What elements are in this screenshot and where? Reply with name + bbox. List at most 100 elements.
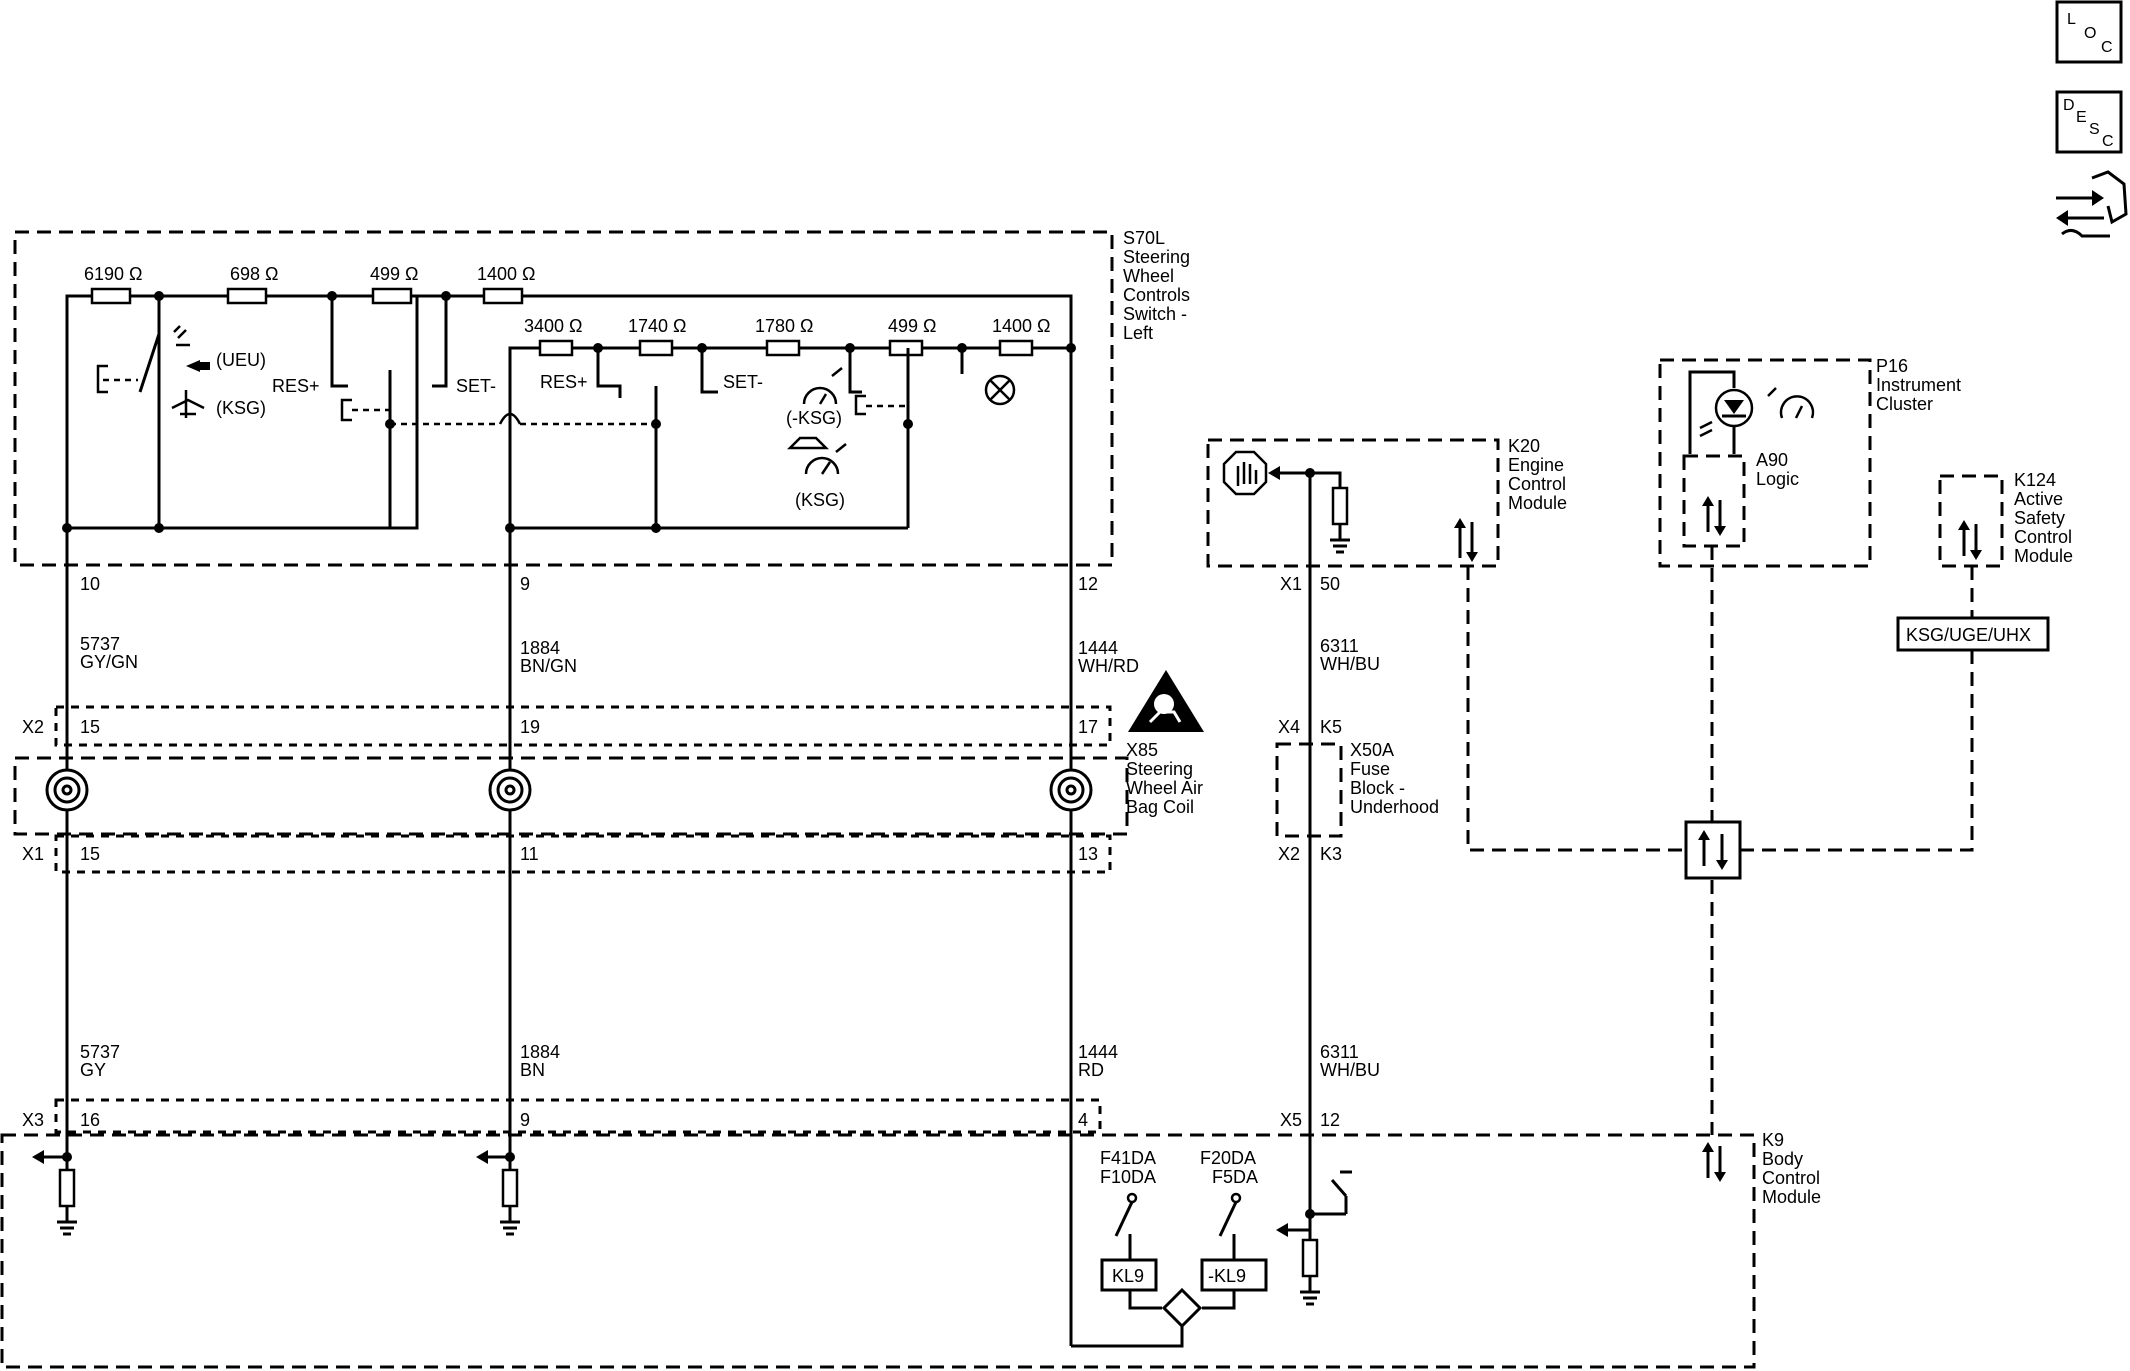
svg-text:499 Ω: 499 Ω [370, 264, 419, 284]
airbag-warning-icon [1128, 670, 1204, 732]
desc-button[interactable]: D E S C [2055, 90, 2123, 154]
svg-text:F5DA: F5DA [1212, 1167, 1258, 1187]
svg-text:RES+: RES+ [540, 372, 588, 392]
svg-text:X85: X85 [1126, 740, 1158, 760]
svg-text:Controls: Controls [1123, 285, 1190, 305]
resistor-1780: 1780 Ω [755, 316, 814, 357]
svg-text:Wheel Air: Wheel Air [1126, 778, 1203, 798]
svg-text:1400 Ω: 1400 Ω [477, 264, 536, 284]
svg-text:6311: 6311 [1320, 636, 1359, 656]
svg-text:12: 12 [1320, 1110, 1340, 1130]
fuse-labels-right: F20DA F5DA [1200, 1148, 1258, 1187]
svg-text:WH/BU: WH/BU [1320, 654, 1380, 674]
svg-text:12: 12 [1078, 574, 1098, 594]
svg-text:Steering: Steering [1126, 759, 1193, 779]
svg-text:Module: Module [1762, 1187, 1821, 1207]
svg-text:Control: Control [1762, 1168, 1820, 1188]
s70l-label: S70L Steering Wheel Controls Switch - Le… [1123, 228, 1190, 343]
options-box: KSG/UGE/UHX [1896, 616, 2050, 652]
arrows-hand-icon[interactable] [2056, 170, 2128, 238]
svg-text:K5: K5 [1320, 717, 1342, 737]
stop-hand-icon [1222, 450, 1268, 496]
svg-text:-KL9: -KL9 [1208, 1266, 1246, 1286]
svg-text:(KSG): (KSG) [216, 398, 266, 418]
svg-text:SET-: SET- [456, 376, 496, 396]
svg-text:1884: 1884 [520, 1042, 560, 1062]
cruise-control-icon: (-KSG) [786, 367, 843, 428]
svg-text:X2: X2 [22, 717, 44, 737]
svg-text:Steering: Steering [1123, 247, 1190, 267]
svg-text:O: O [2084, 25, 2096, 42]
svg-text:KSG/UGE/UHX: KSG/UGE/UHX [1906, 625, 2031, 645]
coil-icon [45, 768, 89, 812]
svg-text:GY: GY [80, 1060, 106, 1080]
svg-text:GY/GN: GY/GN [80, 652, 138, 672]
svg-text:A90: A90 [1756, 450, 1788, 470]
svg-text:S70L: S70L [1123, 228, 1165, 248]
svg-text:Bag Coil: Bag Coil [1126, 797, 1194, 817]
cruise-ksg-switch [848, 348, 964, 528]
cruise-control-icon [1767, 387, 1815, 419]
svg-text:SET-: SET- [723, 372, 763, 392]
svg-text:F41DA: F41DA [1100, 1148, 1156, 1168]
res-plus-switch-2: RES+ [540, 348, 661, 528]
svg-text:16: 16 [80, 1110, 100, 1130]
svg-text:F20DA: F20DA [1200, 1148, 1256, 1168]
svg-text:P16: P16 [1876, 356, 1908, 376]
svg-text:1444: 1444 [1078, 638, 1118, 658]
svg-text:10: 10 [80, 574, 100, 594]
resistor-499-second: 499 Ω [888, 316, 937, 357]
loc-button[interactable]: L O C [2055, 0, 2123, 64]
resistor-1400-top: 1400 Ω [477, 264, 536, 305]
svg-text:6190 Ω: 6190 Ω [84, 264, 143, 284]
svg-text:1884: 1884 [520, 638, 560, 658]
svg-text:C: C [2101, 39, 2113, 56]
svg-text:L: L [2067, 11, 2076, 28]
svg-text:Logic: Logic [1756, 469, 1799, 489]
svg-text:4: 4 [1078, 1110, 1088, 1130]
svg-text:Module: Module [1508, 493, 1567, 513]
ground-icon [1300, 1290, 1320, 1306]
coil-icon [488, 768, 532, 812]
bidirectional-data-icon [1702, 496, 1726, 536]
svg-text:S: S [2089, 121, 2100, 138]
p16-boundary [1658, 358, 1872, 568]
svg-text:Module: Module [2014, 546, 2073, 566]
svg-text:Block -: Block - [1350, 778, 1405, 798]
svg-text:Fuse: Fuse [1350, 759, 1390, 779]
svg-text:6311: 6311 [1320, 1042, 1359, 1062]
svg-text:Left: Left [1123, 323, 1153, 343]
k20-boundary [1206, 438, 1500, 568]
svg-text:9: 9 [520, 574, 530, 594]
svg-text:Body: Body [1762, 1149, 1803, 1169]
led-indicator-icon [1699, 388, 1754, 454]
svg-text:BN: BN [520, 1060, 545, 1080]
svg-text:RD: RD [1078, 1060, 1104, 1080]
svg-text:E: E [2076, 109, 2087, 126]
p16-label: P16 Instrument Cluster [1876, 356, 1961, 414]
svg-text:KL9: KL9 [1112, 1266, 1144, 1286]
ground-icon [57, 1220, 77, 1236]
cancel-icon [984, 374, 1016, 406]
cruise-ksg-icon: (KSG) [786, 436, 847, 510]
svg-text:15: 15 [80, 844, 100, 864]
svg-text:5737: 5737 [80, 634, 120, 654]
ground-icon [500, 1220, 520, 1236]
svg-text:15: 15 [80, 717, 100, 737]
resistor-6190: 6190 Ω [84, 264, 143, 305]
set-minus-switch-1: SET- [385, 296, 656, 528]
svg-text:K124: K124 [2014, 470, 2056, 490]
svg-text:1740 Ω: 1740 Ω [628, 316, 687, 336]
k20-label: K20 Engine Control Module [1508, 436, 1567, 513]
svg-text:Cluster: Cluster [1876, 394, 1933, 414]
svg-text:11: 11 [520, 844, 539, 864]
diode-logic-icon [1161, 1287, 1203, 1329]
resistor-698: 698 Ω [226, 264, 279, 305]
svg-text:X5: X5 [1280, 1110, 1302, 1130]
a90-label: A90 Logic [1756, 450, 1799, 489]
bidirectional-data-icon [1684, 820, 1742, 880]
svg-text:Wheel: Wheel [1123, 266, 1174, 286]
bidirectional-data-icon [1958, 520, 1982, 560]
input-circuit-9 [476, 1150, 520, 1236]
